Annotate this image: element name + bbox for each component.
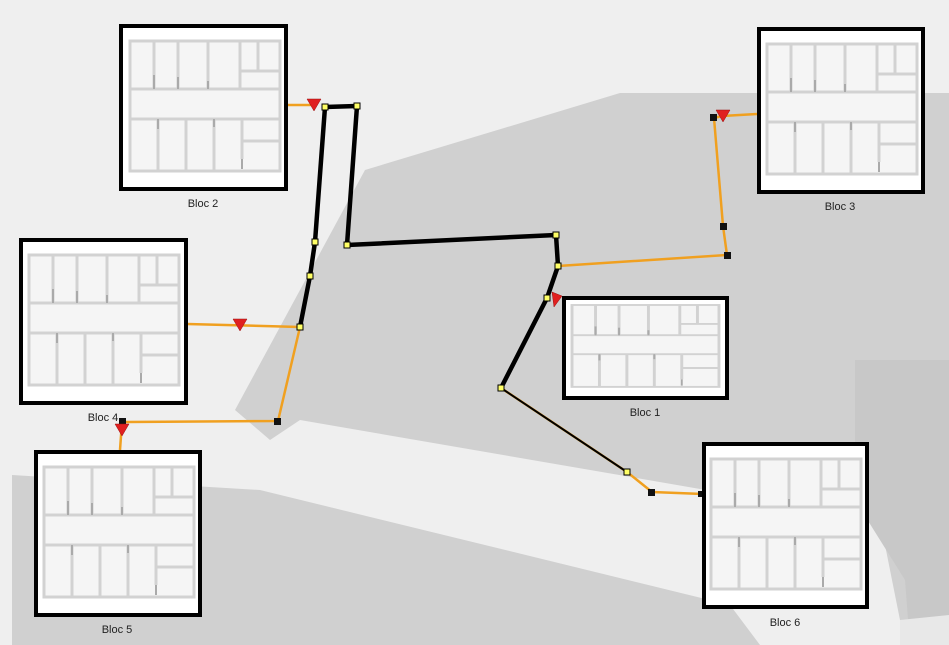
vertex-handle-icon[interactable] [311,238,319,246]
bloc-5[interactable]: Bloc 5 [34,450,202,636]
vertex-handle-icon[interactable] [497,384,505,392]
ground-area-right-strip [855,360,949,645]
bloc-1[interactable]: Bloc 1 [562,296,729,419]
red-triangle-marker-icon[interactable] [114,423,130,437]
bloc-label: Bloc 6 [770,617,801,629]
vertex-handles[interactable] [296,102,631,476]
red-markers[interactable] [114,98,731,437]
junction-node-icon[interactable] [648,489,655,496]
bloc-label: Bloc 4 [88,412,119,424]
bloc-label: Bloc 1 [630,407,661,419]
vertex-handle-icon[interactable] [321,103,329,111]
red-triangle-marker-icon[interactable] [715,109,731,123]
bloc-4[interactable]: Bloc 4 [19,238,188,424]
junction-node-icon[interactable] [724,252,731,259]
vertex-handle-icon[interactable] [306,272,314,280]
vertex-handle-icon[interactable] [353,102,361,110]
selected-route-line[interactable] [297,103,561,390]
junction-node-icon[interactable] [274,418,281,425]
bloc-label: Bloc 3 [825,201,856,213]
bloc-3[interactable]: Bloc 3 [757,27,925,213]
red-triangle-marker-icon[interactable] [551,291,563,308]
junction-node-icon[interactable] [698,491,703,497]
selected-route-tail[interactable] [500,387,628,473]
cable-route-bloc5[interactable] [118,326,302,451]
vertex-handle-icon[interactable] [343,241,351,249]
vertex-handle-icon[interactable] [554,262,562,270]
ground-area-bottom-right [900,615,949,645]
vertex-handle-icon[interactable] [296,323,304,331]
cable-route-bloc4[interactable] [186,322,301,329]
bloc-2[interactable]: Bloc 2 [119,24,288,210]
junction-node-icon[interactable] [119,418,126,425]
selected-route-tail-line[interactable] [500,387,628,473]
bloc-label: Bloc 2 [188,198,219,210]
vertex-handle-icon[interactable] [543,294,551,302]
junction-node-icon[interactable] [710,114,717,121]
red-triangle-marker-icon[interactable] [306,98,322,112]
vertex-handle-icon[interactable] [623,468,631,476]
selected-route[interactable] [297,103,561,390]
bloc-6[interactable]: Bloc 6 [702,442,869,629]
junction-node-icon[interactable] [720,223,727,230]
vertex-handle-icon[interactable] [552,231,560,239]
bloc-label: Bloc 5 [102,624,133,636]
cable-route-bloc3[interactable] [557,112,758,268]
red-triangle-marker-icon[interactable] [232,318,248,332]
junction-nodes[interactable] [119,114,731,497]
